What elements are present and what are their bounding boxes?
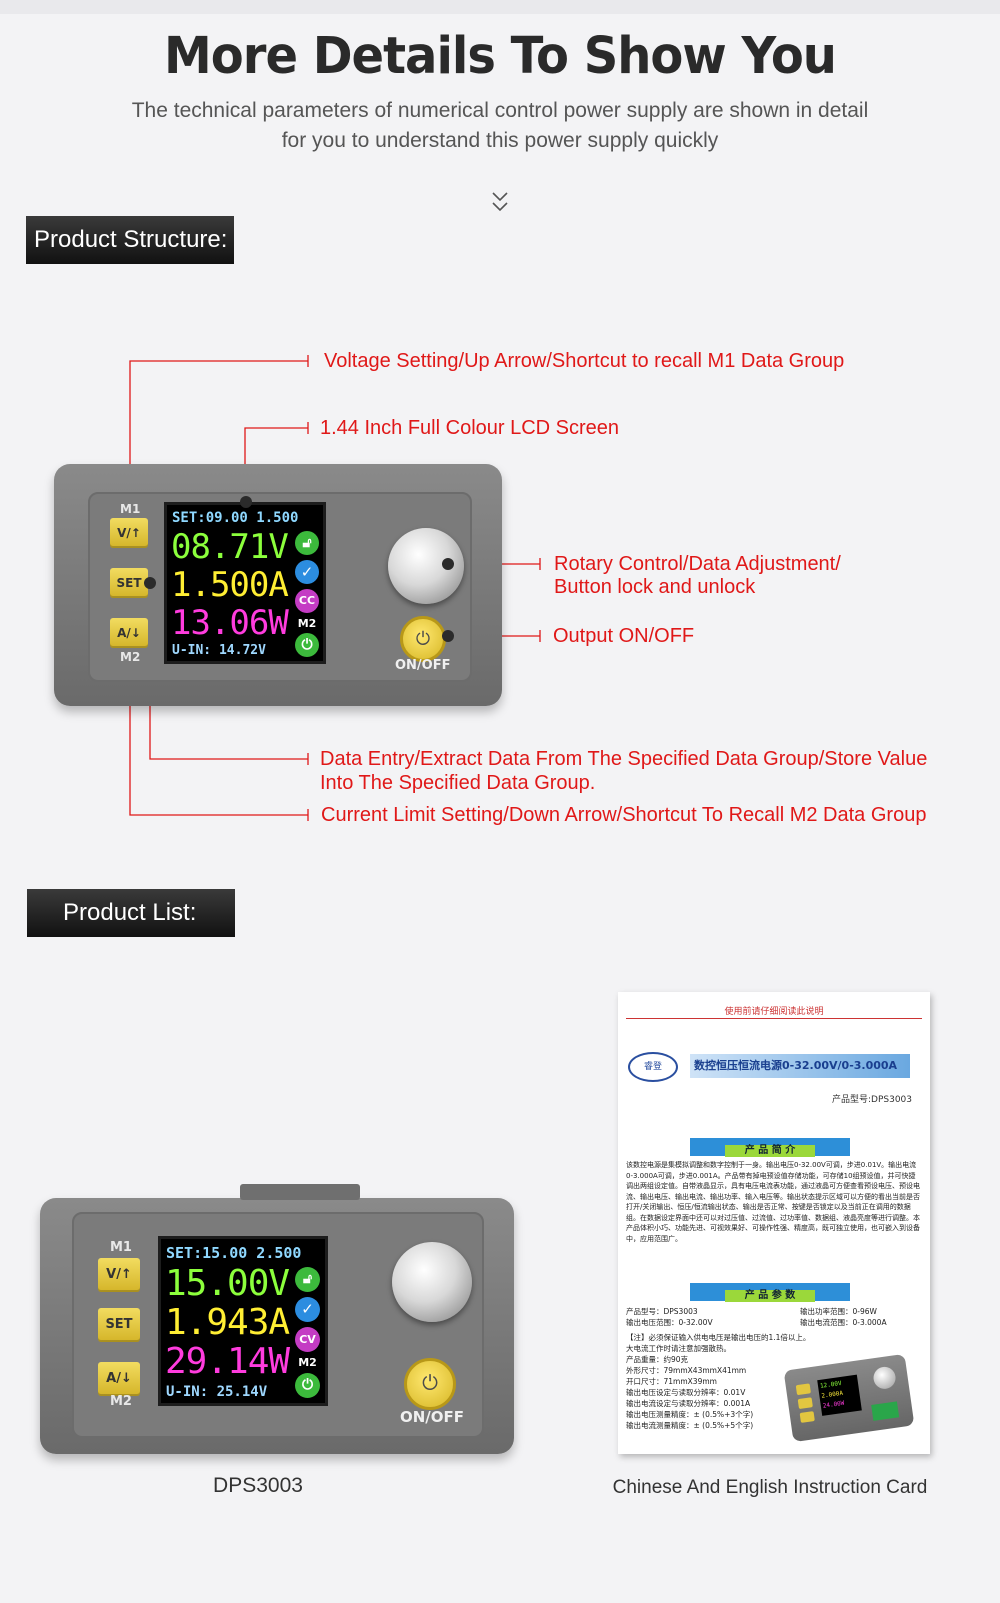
output-power-button[interactable]: ⏻ [404,1358,456,1410]
top-strip [0,0,1000,14]
m1-label: M1 [110,1240,132,1255]
m1-label: M1 [120,502,141,516]
mode-cv-icon: CV [295,1327,320,1352]
mini-button [799,1411,815,1423]
lcd-set-line: SET:15.00 2.500 [166,1244,302,1262]
section-tag-structure: Product Structure: [26,216,234,264]
lock-icon: 🔓︎ [295,531,319,555]
page-subtitle: The technical parameters of numerical co… [131,99,869,152]
callout-lcd: 1.44 Inch Full Colour LCD Screen [320,417,620,439]
current-down-button[interactable]: A/↓ [110,618,148,648]
power-icon: ⏻ [422,1372,438,1395]
page-title: More Details To Show You [164,26,837,86]
power-icon: ⏻ [415,628,431,649]
mini-lcd: 12.00V 2.000A 24.00W [817,1374,862,1416]
m2-label: M2 [120,650,141,664]
mini-knob [872,1365,897,1391]
power-status-icon: ⏻ [295,633,319,657]
memory-label: M2 [298,1356,317,1369]
card-section-params: 产 品 参 数 [690,1283,850,1302]
check-icon: ✓ [295,560,319,584]
set-button[interactable]: SET [110,568,148,598]
card-section-intro: 产 品 简 介 [690,1138,850,1157]
section-tag-list: Product List: [27,889,235,937]
callout-data-entry-1: Data Entry/Extract Data From The Specifi… [320,748,928,770]
callout-rotary-2: Button lock and unlock [554,576,756,598]
callout-data-entry-2: Into The Specified Data Group. [320,772,596,794]
power-status-icon: ⏻ [295,1373,320,1398]
lcd-power: 13.06W [171,603,289,643]
voltage-up-button[interactable]: V/↑ [98,1258,140,1292]
lcd-input-voltage: U-IN: 14.72V [172,643,266,658]
card-top-note: 使用前请仔细阅读此说明 [724,1007,824,1017]
lcd-current: 1.500A [171,565,289,605]
marker-dot-set [144,577,156,589]
callout-rotary-1: Rotary Control/Data Adjustment/ [554,553,841,575]
lock-icon: 🔓︎ [295,1267,320,1292]
current-down-button[interactable]: A/↓ [98,1362,140,1396]
lcd-set-line: SET:09.00 1.500 [172,510,299,526]
marker-dot-knob [442,558,454,570]
marker-dot-power [442,630,454,642]
card-rule [626,1018,922,1019]
voltage-up-button[interactable]: V/↑ [110,518,148,548]
lcd-voltage: 08.71V [171,527,289,567]
marker-dot-lcd [240,496,252,508]
set-button[interactable]: SET [98,1308,140,1342]
lcd-screen: SET:15.00 2.500 15.00V 1.943A 29.14W U-I… [158,1236,328,1406]
product-device: M1 V/↑ SET A/↓ M2 SET:15.00 2.500 15.00V… [40,1184,514,1454]
brand-logo: 睿登 [628,1052,678,1082]
card-banner: 数控恒压恒流电源0-32.00V/0-3.000A [690,1054,910,1078]
onoff-label: ON/OFF [395,658,451,673]
m2-label: M2 [110,1394,132,1409]
card-spec-left: 产品型号：DPS3003 输出电压范围：0-32.00V [626,1307,713,1327]
device-top-clip [240,1184,360,1200]
double-chevron-down-icon [492,192,508,212]
mini-terminal [871,1401,900,1421]
output-power-button[interactable]: ⏻ [400,616,446,662]
instruction-card: 使用前请仔细阅读此说明 睿登 数控恒压恒流电源0-32.00V/0-3.000A… [618,992,930,1454]
card-spec-notes: 【注】必须保证输入供电电压是输出电压的1.1倍以上。 大电流工作时请注意加强散热… [626,1333,811,1430]
mini-button [797,1397,813,1410]
card-caption: Chinese And English Instruction Card [612,1477,928,1498]
mini-button [795,1383,811,1396]
lcd-current: 1.943A [165,1302,290,1343]
lcd-input-voltage: U-IN: 25.14V [166,1384,268,1400]
card-spec-right: 输出功率范围：0-96W 输出电流范围：0-3.000A [800,1307,887,1327]
onoff-label: ON/OFF [400,1408,465,1426]
card-device-photo: 12.00V 2.000A 24.00W [783,1353,915,1443]
check-icon: ✓ [295,1297,320,1322]
lcd-voltage: 15.00V [165,1263,290,1304]
power-supply-device: M1 V/↑ SET A/↓ M2 SET:09.00 1.500 08.71V… [54,464,502,706]
callout-current: Current Limit Setting/Down Arrow/Shortcu… [321,804,927,826]
card-model: 产品型号:DPS3003 [831,1095,912,1105]
mode-cc-icon: CC [295,589,319,613]
card-intro-text: 该数控电源是集模拟调整和数字控制于一身。输出电压0-32.00V可调，步进0.0… [626,1161,920,1243]
rotary-knob[interactable] [392,1242,472,1322]
callout-voltage: Voltage Setting/Up Arrow/Shortcut to rec… [324,350,845,372]
lcd-power: 29.14W [165,1341,290,1382]
memory-label: M2 [297,617,317,630]
lcd-screen: SET:09.00 1.500 08.71V 1.500A 13.06W U-I… [164,502,326,664]
product-caption: DPS3003 [213,1474,303,1497]
card-section-intro-label: 产 品 简 介 [724,1145,816,1157]
callout-output: Output ON/OFF [553,625,695,647]
card-section-params-label: 产 品 参 数 [724,1290,816,1302]
